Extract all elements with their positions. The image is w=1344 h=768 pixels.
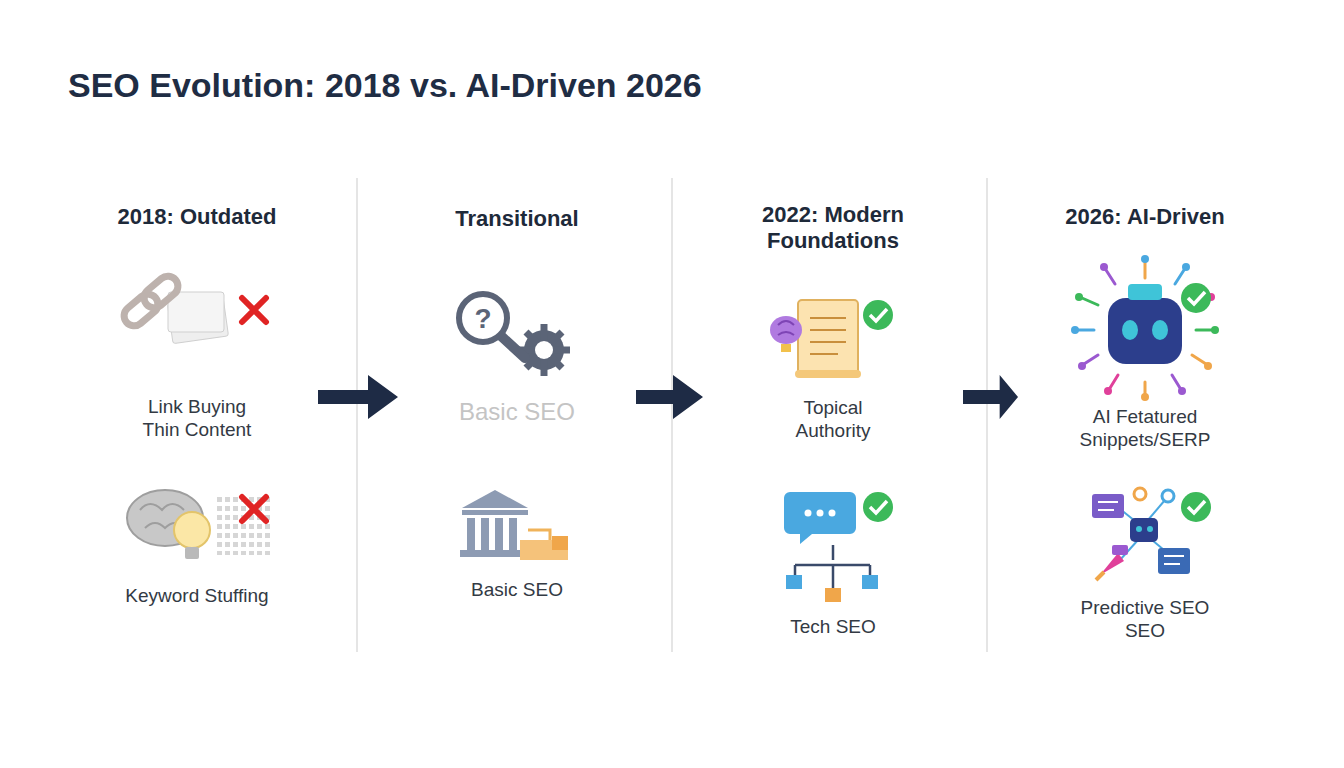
- diagram-title: SEO Evolution: 2018 vs. AI-Driven 2026: [68, 66, 702, 105]
- column-heading: 2018: Outdated: [87, 204, 307, 230]
- svg-text:?: ?: [474, 303, 491, 334]
- flow-arrow: [963, 375, 1018, 419]
- column-heading: Transitional: [412, 206, 622, 232]
- item-label: Basic SEO: [412, 398, 622, 427]
- column-heading: 2022: Modern Foundations: [733, 202, 933, 255]
- keyword-stuffing-icon: [127, 490, 270, 559]
- tech-seo-icon: [784, 492, 893, 602]
- item-label: Link Buying Thin Content: [132, 396, 262, 442]
- item-label: AI Fetatured Snippets/SERP: [1070, 406, 1220, 452]
- bank-icon: [460, 490, 568, 560]
- item-label: Tech SEO: [733, 616, 933, 639]
- item-label: Topical Authority: [776, 397, 891, 443]
- topical-authority-icon: [770, 300, 893, 378]
- stage-column: TransitionalBasic SEO Basic SEO: [402, 190, 632, 650]
- predictive-seo-icon: [1092, 488, 1211, 580]
- stage-column: 2026: AI-Driven AI Fetatured Snippets/SER…: [1022, 190, 1268, 650]
- stage-column: 2022: Modern FoundationsTopical Authorit…: [707, 190, 959, 650]
- flow-arrow: [636, 375, 703, 419]
- column-dividers: [357, 178, 987, 652]
- item-label: Basic SEO: [417, 579, 617, 602]
- item-label: Predictive SEO SEO: [1070, 597, 1220, 643]
- stage-column: 2018: OutdatedLink Buying Thin ContentKe…: [80, 190, 314, 650]
- basic-seo-icon: ?: [459, 294, 570, 376]
- link-buying-icon: [120, 272, 266, 344]
- ai-robot-icon: [1071, 255, 1219, 401]
- item-label: Keyword Stuffing: [97, 585, 297, 608]
- flow-arrow: [318, 375, 398, 419]
- column-heading: 2026: AI-Driven: [1030, 204, 1260, 230]
